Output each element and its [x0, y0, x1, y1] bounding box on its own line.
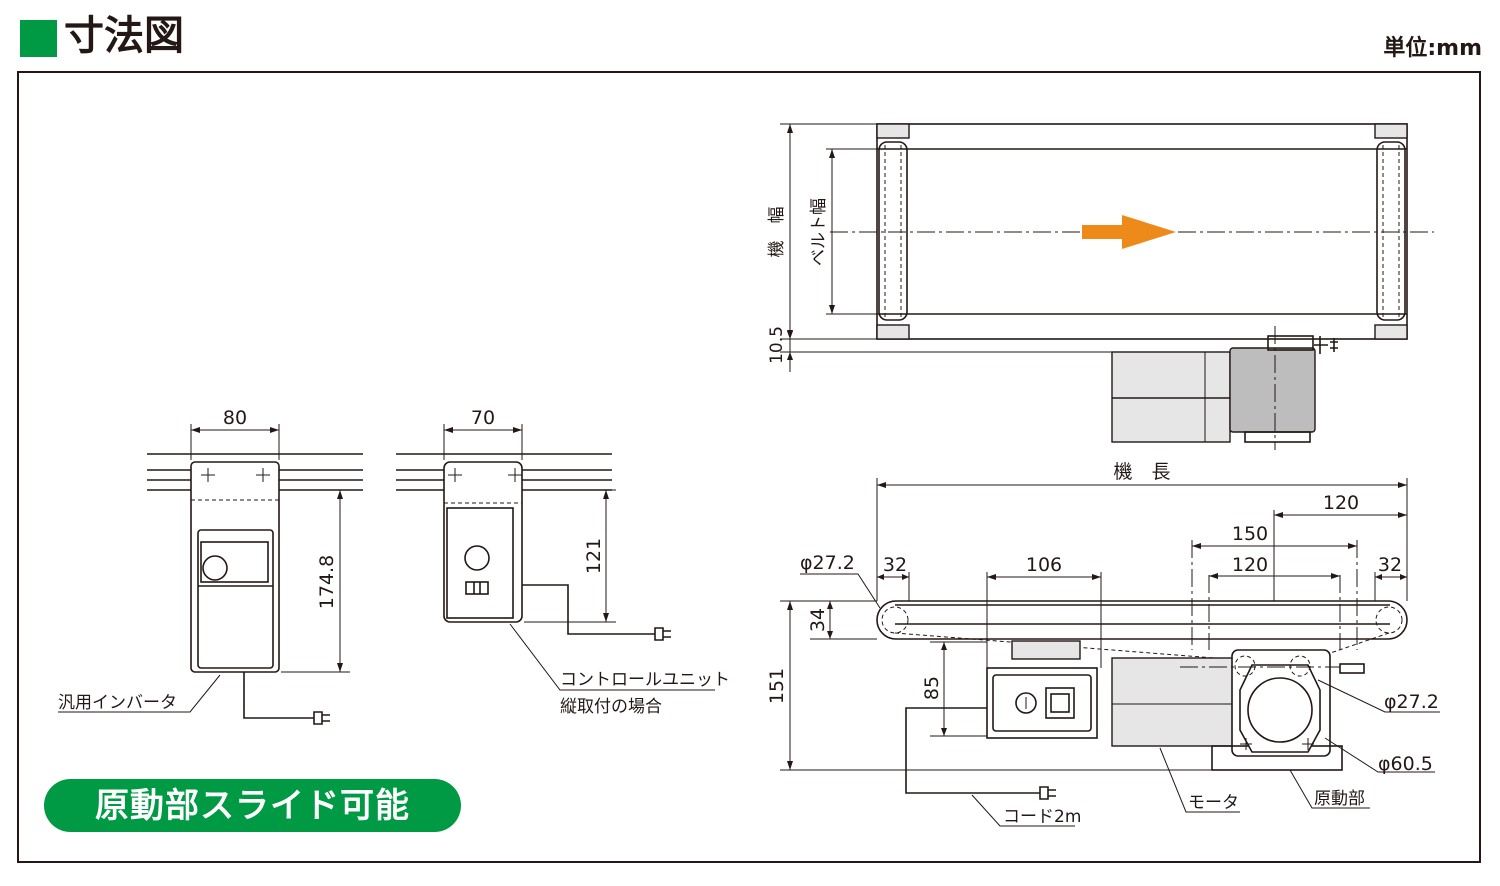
dim-151-label: 151 — [766, 668, 788, 704]
pulley-drive-diameter-label: φ27.2 — [1384, 691, 1439, 713]
dim-150-label: 150 — [1232, 523, 1268, 545]
inverter-body — [190, 461, 280, 673]
dim-120-mid-label: 120 — [1232, 554, 1268, 576]
control-unit-width-label: 70 — [471, 407, 495, 429]
dim-85-label: 85 — [921, 676, 943, 700]
unit-label: 単位:mm — [1383, 36, 1482, 61]
dim-32-left-label: 32 — [883, 554, 907, 576]
control-unit-label-line2: 縦取付の場合 — [560, 697, 662, 717]
slide-badge: 原動部スライド可能 — [44, 779, 461, 832]
dim-32-right-label: 32 — [1378, 554, 1402, 576]
pulley-left-diameter-label: φ27.2 — [800, 552, 855, 574]
dim-120-top-label: 120 — [1323, 492, 1359, 514]
drive-label: 原動部 — [1314, 789, 1365, 809]
control-unit-body — [443, 461, 523, 623]
drive-pulley-icon — [1247, 677, 1313, 743]
page-title: 寸法図 — [64, 13, 184, 59]
belt-width-label: ベルト幅 — [809, 198, 829, 266]
side-view — [780, 478, 1440, 827]
motor-label: モータ — [1188, 793, 1239, 813]
drawing-frame — [17, 71, 1481, 863]
slide-badge-text: 原動部スライド可能 — [95, 785, 410, 826]
control-unit-height-label: 121 — [583, 538, 605, 574]
inverter-height-label: 174.8 — [316, 555, 338, 609]
side-knob-icon — [1015, 692, 1037, 714]
machine-width-label: 機 幅 — [767, 207, 787, 258]
title-square-mark — [20, 20, 57, 57]
top-view — [780, 123, 1434, 450]
cord-label: コード2m — [1003, 807, 1081, 827]
inverter-label: 汎用インバータ — [58, 693, 177, 713]
control-knob-icon — [464, 545, 490, 571]
inverter-knob-icon — [202, 555, 228, 581]
dim-106-label: 106 — [1026, 554, 1062, 576]
inverter-width-label: 80 — [223, 407, 247, 429]
conveyor-frame-side — [876, 600, 1408, 640]
drive-diameter-label: φ60.5 — [1378, 753, 1433, 775]
machine-length-label: 機 長 — [1113, 461, 1170, 483]
dim-34-label: 34 — [807, 608, 829, 632]
header: 寸法図 単位:mm — [0, 0, 1500, 70]
direction-arrow-icon — [1082, 215, 1176, 249]
offset-label: 10.5 — [767, 326, 787, 364]
control-unit-label-line1: コントロールユニット — [560, 670, 730, 690]
control-unit-view — [396, 424, 715, 691]
inverter-view — [58, 424, 363, 725]
